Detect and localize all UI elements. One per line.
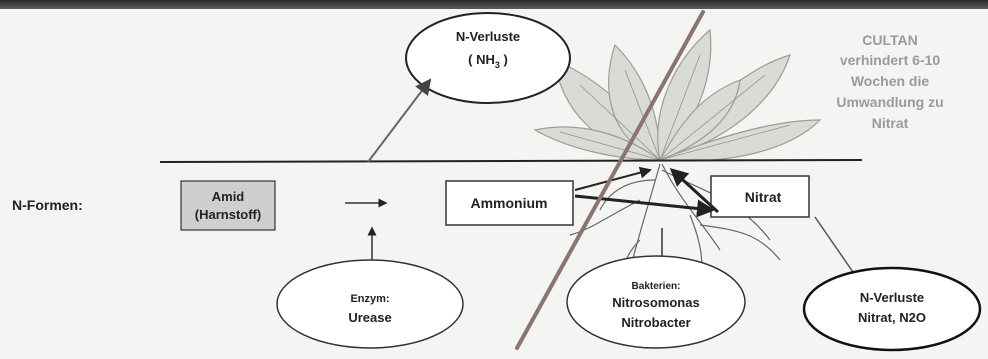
ammonium-box: Ammonium <box>446 181 573 225</box>
ammonium-label: Ammonium <box>471 195 548 211</box>
arrow-to-nh3-loss <box>368 80 430 162</box>
nitrat-loss-title: N-Verluste <box>860 290 924 305</box>
enzyme-ellipse: Enzym: Urease <box>277 260 463 348</box>
cultan-note-line: Nitrat <box>872 115 909 131</box>
bacteria-name-1: Nitrosomonas <box>612 295 699 310</box>
amid-box: Amid (Harnstoff) <box>181 181 275 230</box>
nh3-loss-ellipse: N-Verluste ( NH3 ) <box>406 13 570 103</box>
amid-box-line2: (Harnstoff) <box>195 207 261 222</box>
soil-surface-line <box>160 160 862 162</box>
amid-box-line1: Amid <box>212 189 245 204</box>
nitrat-label: Nitrat <box>745 189 782 205</box>
plant-illustration <box>535 30 820 161</box>
nitrat-box: Nitrat <box>711 176 809 217</box>
cultan-note-line: Wochen die <box>851 73 930 89</box>
bacteria-ellipse: Bakterien: Nitrosomonas Nitrobacter <box>567 256 745 348</box>
bacteria-title: Bakterien: <box>632 281 681 292</box>
cultan-note-line: Umwandlung zu <box>836 94 943 110</box>
cultan-note: CULTAN verhindert 6-10 Wochen die Umwand… <box>836 32 943 131</box>
nh3-loss-title: N-Verluste <box>456 29 520 44</box>
enzyme-name: Urease <box>348 310 391 325</box>
nitrat-loss-ellipse: N-Verluste Nitrat, N2O <box>804 268 980 350</box>
nitrat-loss-detail: Nitrat, N2O <box>858 310 926 325</box>
bacteria-name-2: Nitrobacter <box>621 315 690 330</box>
enzyme-title: Enzym: <box>350 293 389 305</box>
cultan-note-line: verhindert 6-10 <box>840 52 941 68</box>
n-forms-label: N-Formen: <box>12 197 83 213</box>
nitrat-loss-connector <box>815 217 855 275</box>
cultan-note-line: CULTAN <box>862 32 917 48</box>
